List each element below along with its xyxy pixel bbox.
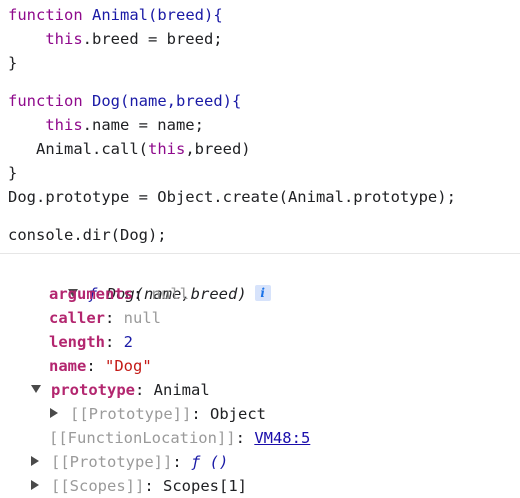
- property-value: Animal: [153, 381, 210, 399]
- function-symbol: ƒ: [88, 285, 98, 303]
- function-name: Animal: [92, 6, 148, 24]
- code-line-console-dir: console.dir(Dog);: [8, 223, 520, 247]
- code-text: ,breed): [185, 140, 251, 158]
- function-params: (name,breed){: [120, 92, 242, 110]
- property-value: null: [151, 285, 189, 303]
- tree-root-dog-function[interactable]: ƒ Dog(name,breed) i: [0, 258, 520, 303]
- function-name: Dog: [92, 92, 120, 110]
- code-line-dog-body-1: this.name = name;: [8, 113, 520, 137]
- prop-prototype[interactable]: prototype: Animal: [0, 378, 520, 402]
- code-text: console.dir(Dog);: [8, 226, 167, 244]
- prop-arguments: arguments: null: [49, 285, 189, 303]
- prop-function-location: [[FunctionLocation]]: VM48:5: [49, 429, 311, 447]
- property-value: Object: [210, 405, 266, 423]
- code-text: Dog.prototype = Object.create(Animal.pro…: [8, 188, 456, 206]
- keyword: this: [45, 116, 83, 134]
- keyword: this: [45, 30, 83, 48]
- prop-scopes[interactable]: [[Scopes]]: Scopes[1]: [0, 474, 520, 498]
- code-text: Animal.call(: [36, 140, 148, 158]
- property-value: 2: [123, 333, 134, 351]
- console-divider: [0, 253, 520, 254]
- code-line-dog-close: }: [8, 161, 520, 185]
- code-text: }: [8, 164, 18, 182]
- property-key: length: [49, 333, 105, 351]
- code-line-animal-body: this.breed = breed;: [8, 27, 520, 51]
- property-key: caller: [49, 309, 105, 327]
- code-line-animal-def: function Animal(breed){: [8, 3, 520, 27]
- code-line-animal-close: }: [8, 51, 520, 75]
- source-location-link[interactable]: VM48:5: [254, 429, 311, 447]
- prop-inner-prototype[interactable]: [[Prototype]]: Object: [0, 402, 520, 426]
- console-input-code: function Animal(breed){ this.breed = bre…: [0, 0, 520, 247]
- property-value: "Dog": [105, 357, 152, 375]
- prop-caller: caller: null: [49, 309, 161, 327]
- keyword: this: [147, 140, 186, 158]
- code-line-prototype: Dog.prototype = Object.create(Animal.pro…: [8, 185, 520, 209]
- info-icon[interactable]: i: [254, 284, 271, 301]
- property-value: Scopes[1]: [163, 477, 247, 495]
- property-key: prototype: [51, 381, 135, 399]
- function-params: (breed){: [148, 6, 223, 24]
- code-text: .name = name;: [82, 116, 204, 134]
- keyword: function: [8, 6, 83, 24]
- code-line-dog-body-2: Animal.call(this,breed): [8, 137, 520, 161]
- prop-name: name: "Dog": [49, 357, 152, 375]
- triangle-down-icon[interactable]: [31, 384, 41, 393]
- property-key: [[FunctionLocation]]: [49, 429, 236, 447]
- property-value: null: [123, 309, 161, 327]
- property-key: arguments: [49, 285, 133, 303]
- triangle-right-icon[interactable]: [31, 455, 39, 466]
- triangle-right-icon[interactable]: [50, 407, 58, 418]
- code-line-dog-def: function Dog(name,breed){: [8, 89, 520, 113]
- keyword: function: [8, 92, 83, 110]
- prop-length: length: 2: [49, 333, 134, 351]
- property-key: [[Prototype]]: [51, 453, 173, 471]
- console-output-tree: ƒ Dog(name,breed) i arguments: null calle…: [0, 254, 520, 498]
- property-key: [[Scopes]]: [51, 477, 145, 495]
- function-signature: Dog(name,breed): [106, 285, 247, 303]
- code-text: .breed = breed;: [82, 30, 223, 48]
- property-key: name: [49, 357, 87, 375]
- triangle-down-icon[interactable]: [68, 288, 78, 297]
- property-value: ƒ (): [191, 453, 229, 471]
- property-key: [[Prototype]]: [70, 405, 192, 423]
- code-text: }: [8, 54, 18, 72]
- prop-prototype-function[interactable]: [[Prototype]]: ƒ (): [0, 450, 520, 474]
- triangle-right-icon[interactable]: [31, 479, 39, 490]
